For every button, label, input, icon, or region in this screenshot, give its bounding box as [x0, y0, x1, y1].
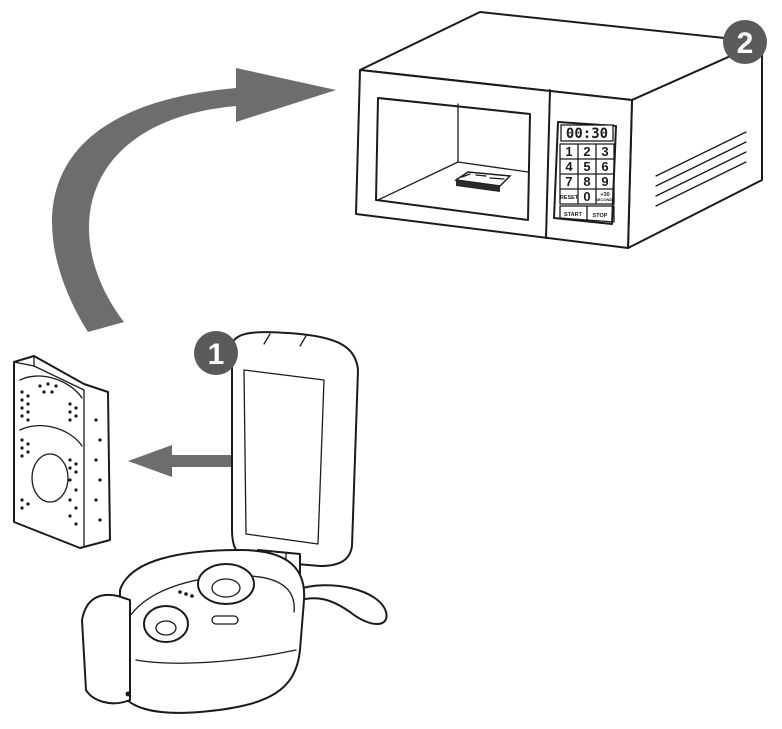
microwave-icon: 00:30 1 2 3 4 5 6 7 8 9 RESET 0 +30 SECO… [356, 12, 762, 248]
key-start: START [564, 212, 583, 218]
drying-insert-icon [14, 356, 110, 548]
key-1: 1 [565, 144, 572, 159]
step-1-number: 1 [208, 338, 225, 371]
timer-display: 00:30 [566, 126, 608, 142]
key-7: 7 [565, 174, 572, 189]
key-plus30-sub: SECONDS [595, 197, 615, 202]
key-4: 4 [565, 159, 573, 174]
key-reset: RESET [560, 195, 579, 201]
step-2-number: 2 [737, 27, 754, 60]
curved-arrow-icon [52, 68, 336, 332]
key-3: 3 [601, 144, 608, 159]
key-9: 9 [601, 174, 608, 189]
right-earbud [198, 564, 254, 604]
step-2-badge: 2 [723, 20, 767, 64]
key-5: 5 [583, 159, 590, 174]
earbud-case-icon [82, 332, 387, 713]
key-2: 2 [583, 144, 590, 159]
key-0: 0 [583, 189, 590, 204]
step-1-badge: 1 [194, 331, 238, 375]
left-earbud [144, 606, 188, 642]
key-8: 8 [583, 174, 590, 189]
key-stop: STOP [593, 213, 608, 219]
key-6: 6 [601, 159, 608, 174]
